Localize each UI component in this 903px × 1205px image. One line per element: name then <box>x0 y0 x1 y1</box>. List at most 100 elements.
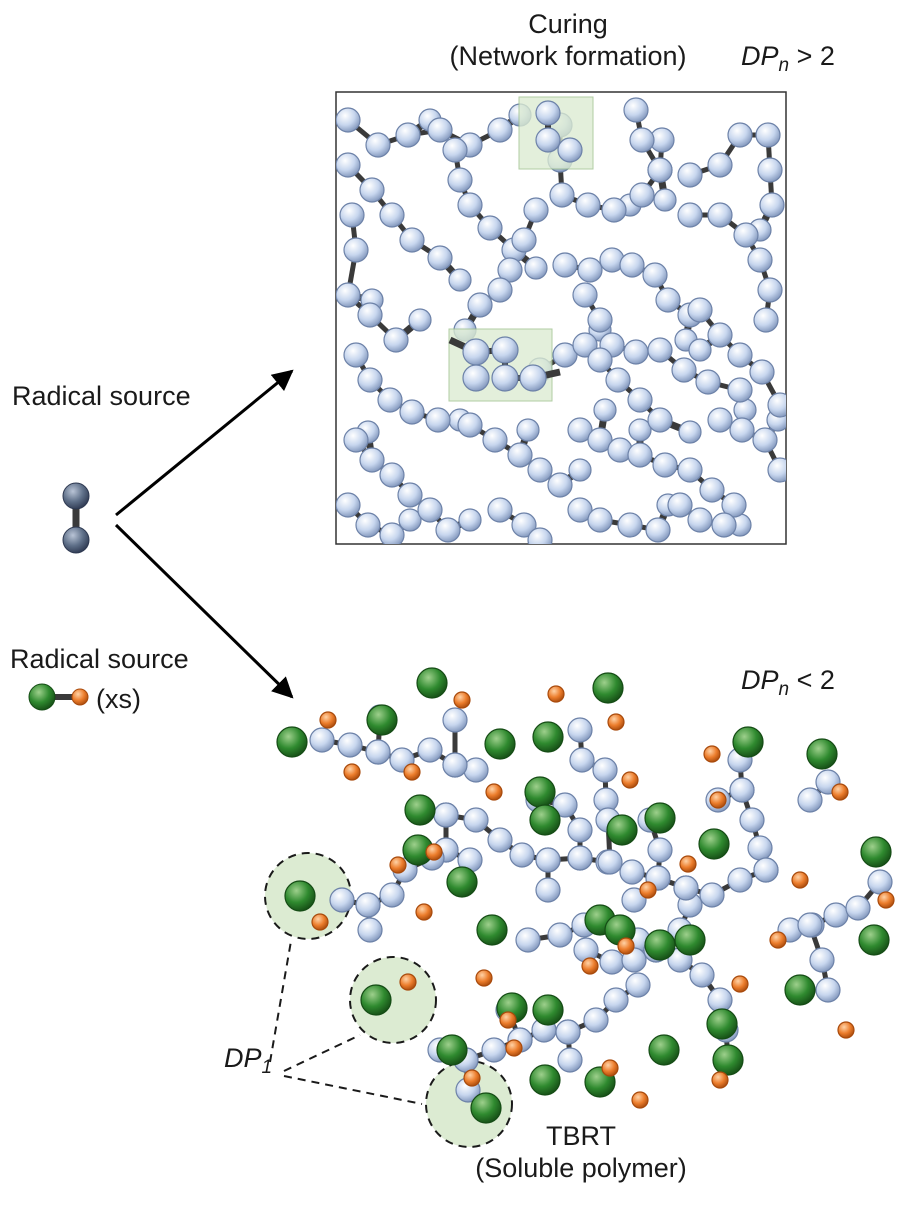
monomer-bead <box>343 342 369 368</box>
monomer-bead <box>677 202 703 228</box>
monomer-bead <box>603 987 629 1013</box>
orange-end-group <box>425 843 443 861</box>
monomer-bead <box>617 512 643 538</box>
monomer-bead <box>458 508 482 532</box>
monomer-bead <box>365 132 391 158</box>
monomer-bead <box>667 492 693 518</box>
monomer-bead <box>337 732 363 758</box>
green-end-group <box>592 672 624 704</box>
monomer-bead <box>398 508 422 532</box>
monomer-bead <box>629 182 655 208</box>
monomer-bead <box>867 869 893 895</box>
orange-end-group <box>601 1059 619 1077</box>
green-end-group <box>860 836 892 868</box>
monomer-bead <box>487 277 513 303</box>
green-end-group <box>644 929 676 961</box>
monomer-bead <box>343 427 369 453</box>
monomer-bead <box>457 192 483 218</box>
monomer-bead <box>309 727 335 753</box>
tbrt-line2: (Soluble polymer) <box>475 1153 687 1183</box>
monomer-bead <box>695 369 721 395</box>
orange-end-group <box>709 791 727 809</box>
monomer-bead <box>623 97 649 123</box>
dp1-subscript: 1 <box>261 1057 273 1078</box>
monomer-bead <box>425 407 451 433</box>
dp1-symbol: DP <box>224 1043 262 1073</box>
monomer-bead <box>593 398 617 422</box>
monomer-bead <box>699 882 725 908</box>
monomer-bead <box>587 347 613 373</box>
junction-bead <box>462 364 490 392</box>
monomer-bead <box>583 1007 609 1033</box>
green-end-group <box>644 802 676 834</box>
dpn-relation: > 2 <box>789 41 835 71</box>
green-end-group <box>606 814 638 846</box>
monomer-bead <box>623 339 649 365</box>
monomer-bead <box>547 922 573 948</box>
monomer-bead <box>699 477 725 503</box>
orange-end-group <box>617 937 635 955</box>
monomer-bead <box>815 977 841 1003</box>
monomer-bead <box>759 192 785 218</box>
monomer-bead <box>569 747 595 773</box>
monomer-bead <box>757 277 783 303</box>
orange-end-group <box>621 771 639 789</box>
monomer-bead <box>733 222 759 248</box>
monomer-bead <box>587 427 613 453</box>
monomer-bead <box>379 522 405 544</box>
monomer-bead <box>619 859 645 885</box>
monomer-bead <box>527 527 553 544</box>
monomer-bead <box>497 257 523 283</box>
monomer-bead <box>555 1019 581 1045</box>
monomer-bead <box>359 447 385 473</box>
orange-end-group <box>453 691 471 709</box>
monomer-bead <box>442 137 468 163</box>
monomer-bead <box>628 418 652 442</box>
monomer-bead <box>511 512 537 538</box>
monomer-bead <box>647 407 673 433</box>
green-end-group <box>436 1034 468 1066</box>
orange-end-group <box>679 855 697 873</box>
monomer-bead <box>442 752 468 778</box>
monomer-bead <box>587 507 613 533</box>
monomer-bead <box>729 417 755 443</box>
monomer-bead <box>727 867 753 893</box>
monomer-bead <box>552 792 578 818</box>
curing-title-line1: Curing <box>528 9 608 39</box>
monomer-bead <box>727 122 753 148</box>
monomer-bead <box>417 737 443 763</box>
tbrt-label: TBRT (Soluble polymer) <box>436 1120 726 1184</box>
junction-bead <box>535 127 561 153</box>
green-end-group <box>529 1064 561 1096</box>
monomer-bead <box>823 902 849 928</box>
monomer-bead <box>619 252 645 278</box>
monomer-bead <box>397 482 423 508</box>
monomer-bead <box>739 807 765 833</box>
monomer-bead <box>645 517 671 543</box>
monomer-bead <box>336 107 361 133</box>
monomer-bead <box>592 757 618 783</box>
monomer-bead <box>568 458 592 482</box>
dpn-relation-bottom: < 2 <box>789 665 835 695</box>
monomer-bead <box>355 892 381 918</box>
soluble-polymer-cluster <box>276 667 895 1124</box>
monomer-bead <box>647 157 673 183</box>
green-end-group <box>366 704 398 736</box>
monomer-bead <box>797 787 823 813</box>
monomer-bead <box>399 399 425 425</box>
monomer-bead <box>753 307 779 333</box>
monomer-bead <box>599 949 625 975</box>
monomer-bead <box>379 202 405 228</box>
green-end-group <box>476 914 508 946</box>
dpn-less-label: DPn < 2 <box>741 664 835 706</box>
monomer-bead <box>343 237 369 263</box>
green-end-group <box>712 1044 744 1076</box>
monomer-bead <box>507 442 533 468</box>
monomer-bead <box>647 837 673 863</box>
monomer-bead <box>752 427 778 453</box>
green-end-group <box>784 974 816 1006</box>
monomer-bead <box>482 427 508 453</box>
monomer-bead <box>749 359 775 385</box>
green-end-group <box>706 1008 738 1040</box>
monomer-bead <box>549 182 575 208</box>
